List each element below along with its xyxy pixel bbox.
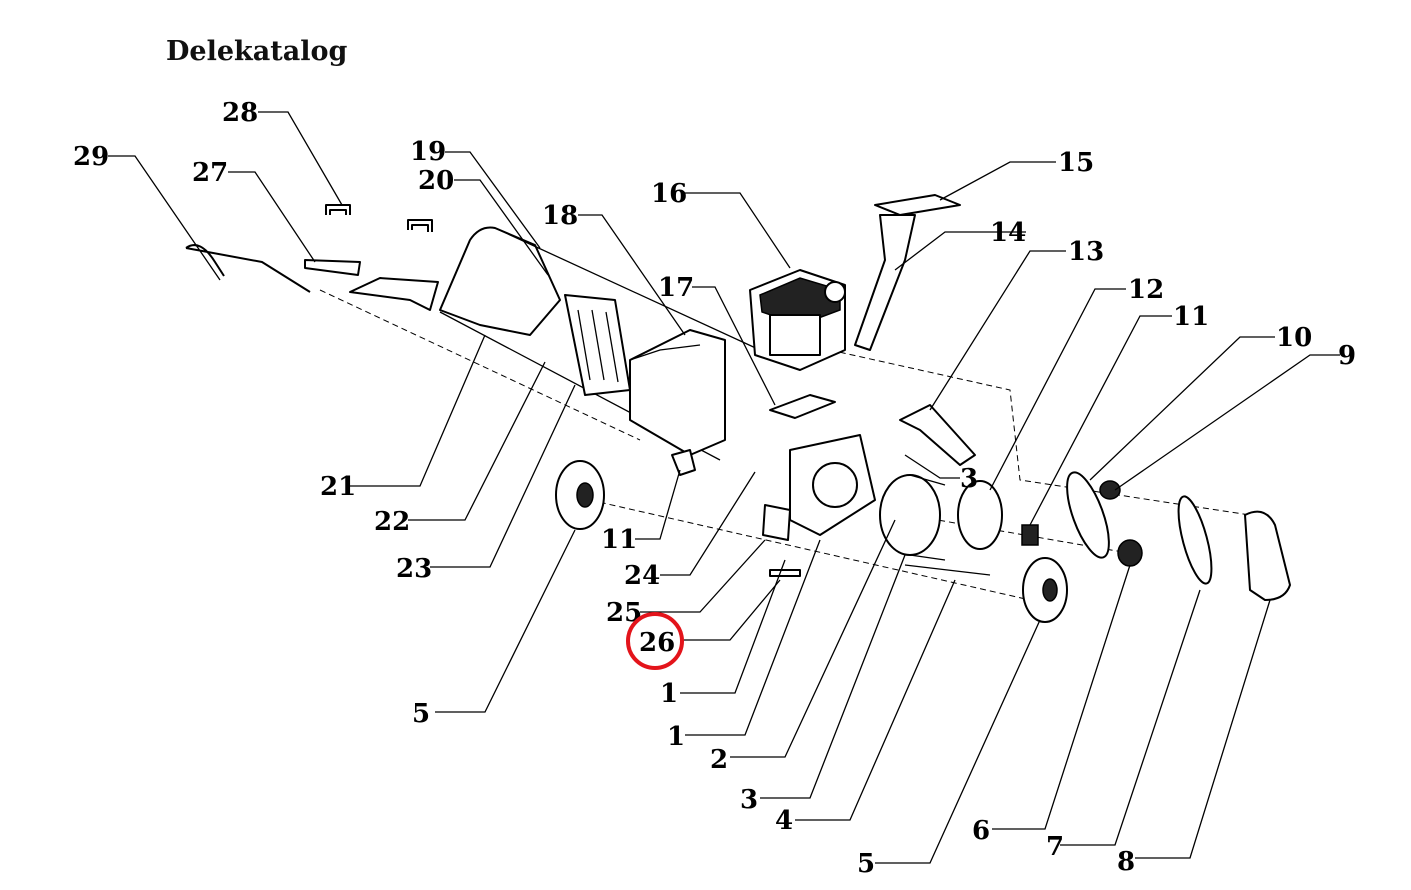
support-bracket: [899, 404, 976, 466]
callout-5-right: 5: [857, 849, 875, 879]
engine-plate: [769, 394, 836, 419]
axle: [904, 564, 991, 576]
wheel-right: [1022, 557, 1068, 623]
callout-26: 26: [639, 628, 675, 658]
clip-right: [407, 219, 433, 232]
callout-11-lower: 11: [601, 525, 637, 555]
callout-labels: 29 28 27 19 20 18 16 17 15 14 13 12 11 1…: [73, 98, 1356, 879]
callout-3-upper: 3: [960, 464, 978, 494]
callout-28: 28: [222, 98, 258, 128]
drive-belt-small: [1066, 471, 1110, 559]
guard-plate: [349, 277, 439, 311]
callout-27: 27: [192, 158, 228, 188]
drive-belt-large: [1177, 495, 1213, 585]
leader-lines: [108, 111, 1340, 864]
callout-8: 8: [1117, 847, 1135, 877]
shaft-plate: [762, 504, 791, 541]
callout-3-lower: 3: [740, 785, 758, 815]
callout-5-left: 5: [412, 699, 430, 729]
belt-guard: [1244, 510, 1291, 601]
callout-24: 24: [624, 561, 660, 591]
callout-22: 22: [374, 507, 410, 537]
callout-1-lower: 1: [667, 722, 685, 752]
spacer: [769, 569, 801, 577]
callout-20: 20: [418, 166, 454, 196]
callout-2: 2: [710, 745, 728, 775]
callout-10: 10: [1276, 323, 1312, 353]
bearing: [1021, 524, 1039, 546]
clip-left: [325, 204, 351, 215]
callout-1-upper: 1: [660, 679, 678, 709]
hopper: [629, 329, 726, 456]
callout-21: 21: [320, 472, 356, 502]
callout-15: 15: [1058, 148, 1094, 178]
clutch-pulley: [1117, 539, 1143, 567]
chute-cap: [874, 194, 961, 216]
small-bracket: [671, 449, 696, 476]
page-title: Delekatalog: [166, 36, 348, 67]
cutter-drum: [879, 474, 946, 561]
callout-19: 19: [410, 137, 446, 167]
callout-6: 6: [972, 816, 990, 846]
callout-14: 14: [990, 218, 1026, 248]
pulley: [1099, 480, 1121, 500]
callout-9: 9: [1338, 341, 1356, 371]
callout-29: 29: [73, 142, 109, 172]
main-frame: [439, 226, 561, 336]
callout-7: 7: [1046, 832, 1064, 862]
discharge-chute: [854, 214, 916, 351]
callout-18: 18: [542, 201, 578, 231]
parts-drawing: [185, 194, 1291, 623]
callout-23: 23: [396, 554, 432, 584]
callout-17: 17: [658, 273, 694, 303]
callout-4: 4: [775, 806, 793, 836]
engine: [749, 269, 846, 371]
handle-rod: [185, 244, 311, 293]
callout-13: 13: [1068, 237, 1104, 267]
wheel-left: [555, 460, 605, 530]
cutter-disc: [957, 480, 1003, 550]
callout-11-upper: 11: [1173, 302, 1209, 332]
bracket-plate: [304, 259, 361, 276]
callout-16: 16: [651, 179, 687, 209]
highlight-circle: [626, 612, 684, 670]
callout-12: 12: [1128, 275, 1164, 305]
